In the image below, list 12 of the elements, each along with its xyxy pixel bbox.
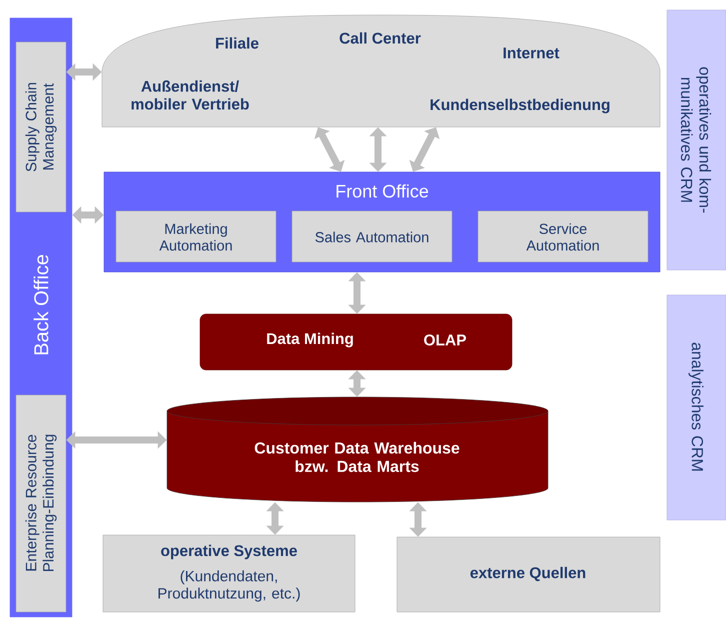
analysis-box: Data Mining OLAP: [200, 314, 512, 370]
side-box: Supply Chain Management: [16, 42, 66, 212]
side-panel: operatives und kom- munikatives CRM: [666, 10, 726, 270]
source-box: operative Systeme (Kundendaten, Produktnutzung, etc.): [102, 534, 356, 612]
module-box: Marketing Automation: [116, 210, 276, 262]
side-box: Enterprise Resource Planning-Einbindung: [16, 394, 66, 612]
module-box: Sales Automation: [292, 210, 452, 262]
channel-dome: Filiale Call Center Internet Außendienst/ mobiler Vertrieb Kundenselbstbedienung: [102, 14, 660, 128]
module-box: Service Automation: [478, 210, 648, 262]
side-panel: analytisches CRM: [666, 294, 726, 520]
source-box: externe Quellen: [396, 536, 660, 612]
warehouse-cylinder: Customer Data Warehouse bzw. Data Marts: [166, 396, 548, 502]
